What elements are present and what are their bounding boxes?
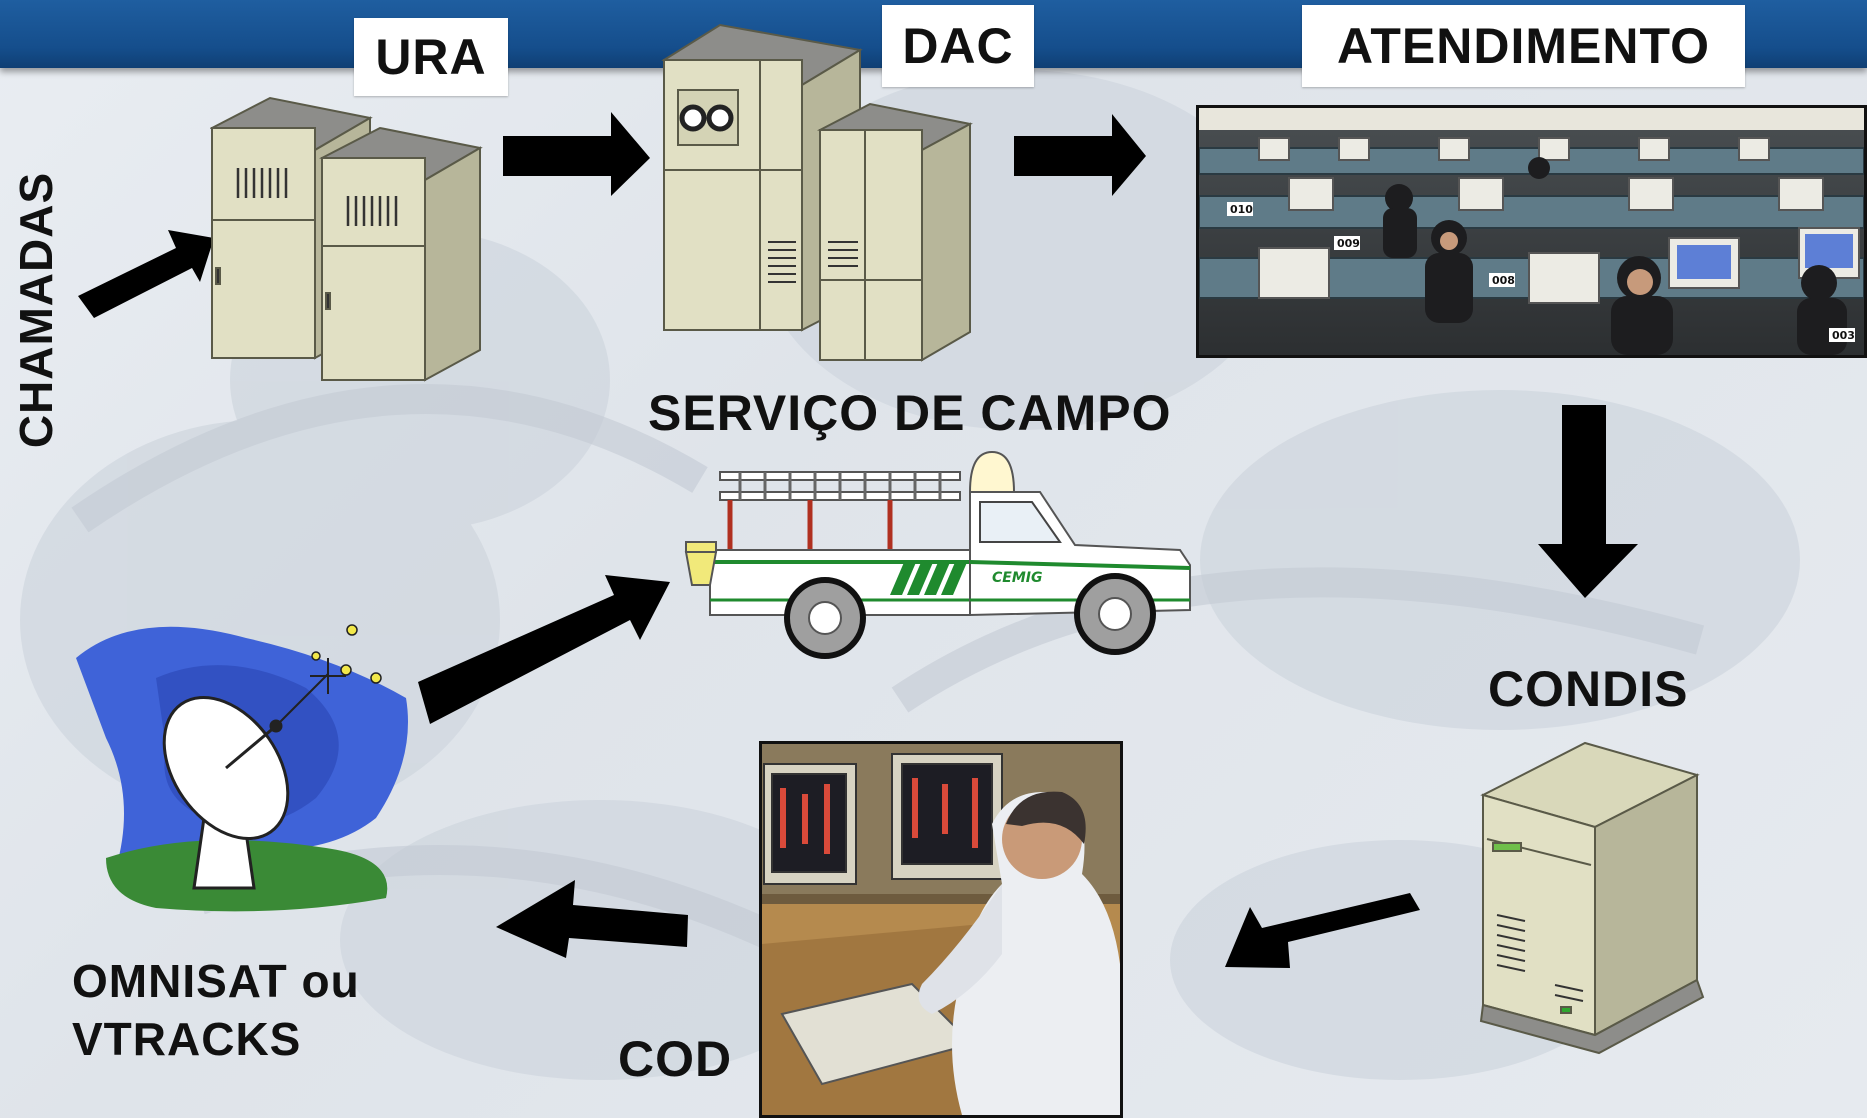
control-operator-scene: [762, 744, 1120, 1115]
satellite-dish-icon: [76, 624, 408, 912]
condis-label: CONDIS: [1488, 661, 1689, 717]
atendimento-photo: 010 009 008 003: [1196, 105, 1867, 358]
cod-label: COD: [618, 1031, 733, 1087]
arrow-atendimento-to-condis: [1538, 405, 1638, 598]
dac-label: DAC: [882, 5, 1034, 87]
arrow-chamadas-to-ura: [78, 230, 214, 318]
cod-photo: [759, 741, 1123, 1118]
omnisat-label-line1: OMNISAT ou: [72, 955, 360, 1007]
call-center-scene: 010 009 008 003: [1199, 108, 1864, 355]
ura-server-icon: [210, 96, 483, 382]
servico-de-campo-label: SERVIÇO DE CAMPO: [648, 385, 1172, 441]
arrow-ura-to-dac: [503, 112, 650, 196]
atendimento-label: ATENDIMENTO: [1302, 5, 1745, 87]
ura-label: URA: [354, 18, 508, 96]
desk-number-1: 010: [1230, 203, 1253, 216]
desk-number-3: 008: [1492, 274, 1515, 287]
desk-number-4: 003: [1832, 329, 1855, 342]
utility-truck-icon: CEMIG: [684, 450, 1191, 659]
arrow-omnisat-to-servico: [418, 575, 670, 724]
dac-mainframe-icon: [661, 23, 973, 362]
omnisat-label-line2: VTRACKS: [72, 1013, 302, 1065]
arrow-cod-to-omnisat: [496, 880, 688, 958]
omnisat-label: OMNISAT ou VTRACKS: [72, 952, 360, 1068]
condis-tower-server-icon: [1479, 741, 1705, 1055]
arrow-condis-to-cod: [1225, 893, 1420, 968]
truck-logo: CEMIG: [992, 570, 1042, 586]
arrow-dac-to-atendimento: [1014, 114, 1146, 196]
desk-number-2: 009: [1337, 237, 1360, 250]
